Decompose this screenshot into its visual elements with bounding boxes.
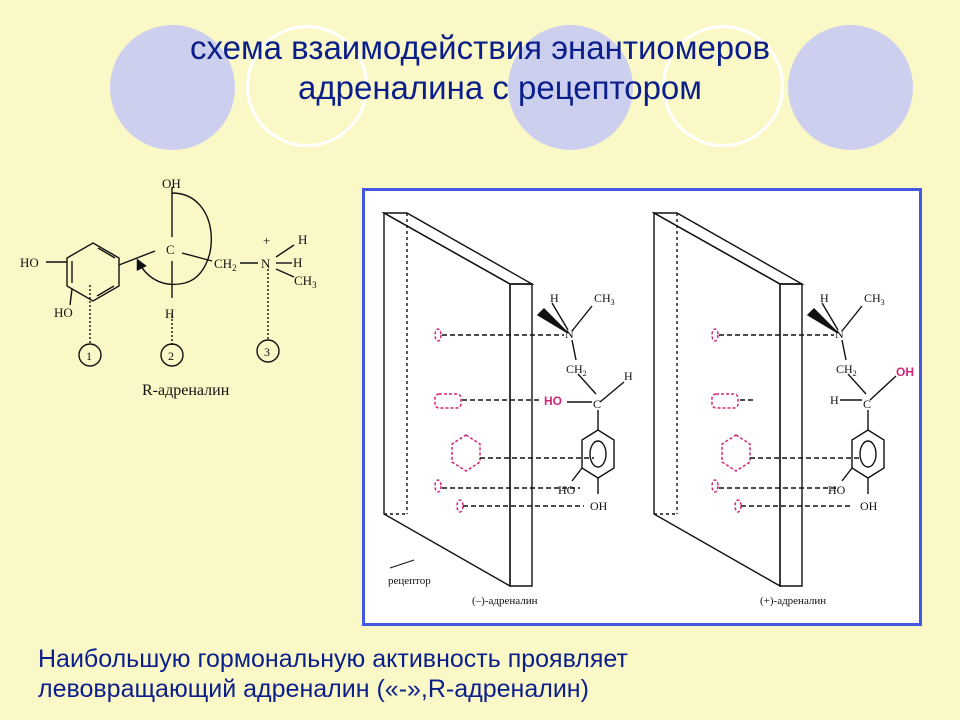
site-left-3 bbox=[434, 479, 442, 493]
site-right-ring bbox=[721, 434, 751, 472]
receptor-label: рецептор bbox=[388, 575, 431, 587]
right-oh-c-label: OH bbox=[896, 365, 914, 379]
oh-top-label: OH bbox=[162, 176, 181, 191]
right-ch3-label: CH3 bbox=[864, 291, 885, 307]
right-ho-ring-label: HO bbox=[828, 483, 846, 497]
caption-line-1: Наибольшую гормональную активность прояв… bbox=[38, 645, 628, 673]
decor-ring-1 bbox=[246, 25, 368, 147]
c-label: C bbox=[166, 242, 175, 257]
ho-left-label: HO bbox=[20, 255, 39, 270]
ho-bottom-label: HO bbox=[54, 305, 73, 320]
right-oh-ring-label: OH bbox=[860, 499, 878, 513]
molecule-right bbox=[719, 302, 897, 507]
site-right-2 bbox=[711, 393, 739, 409]
slide-title: схема взаимодействия энантиомеров адрена… bbox=[0, 28, 960, 108]
site-left-2 bbox=[434, 393, 462, 409]
plus-label: + bbox=[263, 233, 270, 248]
ch2-label: CH2 bbox=[214, 256, 237, 273]
right-h-c-label: H bbox=[830, 393, 839, 407]
left-h-c-label: H bbox=[624, 369, 633, 383]
h-b-label: H bbox=[293, 255, 302, 270]
left-ho-ring-label: HO bbox=[558, 483, 576, 497]
site-2-label: 2 bbox=[168, 349, 174, 363]
left-ho-c-label: HO bbox=[544, 394, 562, 408]
receptor-slab-left bbox=[381, 211, 535, 588]
n-label: N bbox=[261, 256, 271, 271]
right-n-label: N bbox=[835, 327, 844, 341]
h-a-label: H bbox=[298, 232, 307, 247]
site-left-1 bbox=[434, 328, 442, 342]
decor-ring-2 bbox=[662, 25, 784, 147]
caption-line-2: левовращающий адреналин («-»,R-адреналин… bbox=[38, 675, 589, 703]
left-ch3-label: CH3 bbox=[594, 291, 615, 307]
decor-circle-2 bbox=[508, 25, 633, 150]
left-ch2-label: CH2 bbox=[566, 362, 587, 378]
left-c-label: C bbox=[593, 397, 601, 411]
r-adrenaline-structure: OH HO HO C H CH2 N + H H CH3 1 2 3 R-адр… bbox=[20, 176, 317, 399]
site-3-label: 3 bbox=[264, 345, 270, 359]
h-bottom-label: H bbox=[165, 306, 174, 321]
site-circle-2 bbox=[160, 343, 184, 367]
site-circle-1 bbox=[78, 343, 102, 367]
right-adrenaline-label: (+)-адреналин bbox=[760, 595, 826, 607]
benzene-ring bbox=[66, 242, 120, 302]
left-h-label: H bbox=[550, 291, 559, 305]
molecule-left bbox=[442, 302, 625, 507]
site-right-1 bbox=[711, 328, 719, 342]
right-c-label: C bbox=[863, 397, 871, 411]
site-circle-3 bbox=[256, 339, 280, 363]
decor-circle-1 bbox=[110, 25, 235, 150]
receptor-panel: H CH3 N CH2 H C HO OH HO bbox=[362, 188, 922, 626]
right-h-label: H bbox=[820, 291, 829, 305]
right-ch2-label: CH2 bbox=[836, 362, 857, 378]
left-n-label: N bbox=[565, 327, 574, 341]
left-adrenaline-label: (–)-адреналин bbox=[472, 595, 538, 607]
title-line-2: адреналина с рецептором bbox=[298, 69, 702, 106]
r-adrenaline-label: R-адреналин bbox=[142, 382, 230, 399]
left-oh-ring-label: OH bbox=[590, 499, 608, 513]
decor-circle-3 bbox=[788, 25, 913, 150]
site-1-label: 1 bbox=[86, 349, 92, 363]
caption: Наибольшую гормональную активность прояв… bbox=[38, 644, 938, 704]
receptor-slab-right bbox=[651, 211, 805, 588]
ch3-label: CH3 bbox=[294, 273, 317, 290]
site-right-3 bbox=[711, 479, 719, 493]
site-left-ring bbox=[451, 434, 481, 472]
title-line-1: схема взаимодействия энантиомеров bbox=[189, 29, 771, 66]
curved-arrow bbox=[136, 192, 213, 286]
